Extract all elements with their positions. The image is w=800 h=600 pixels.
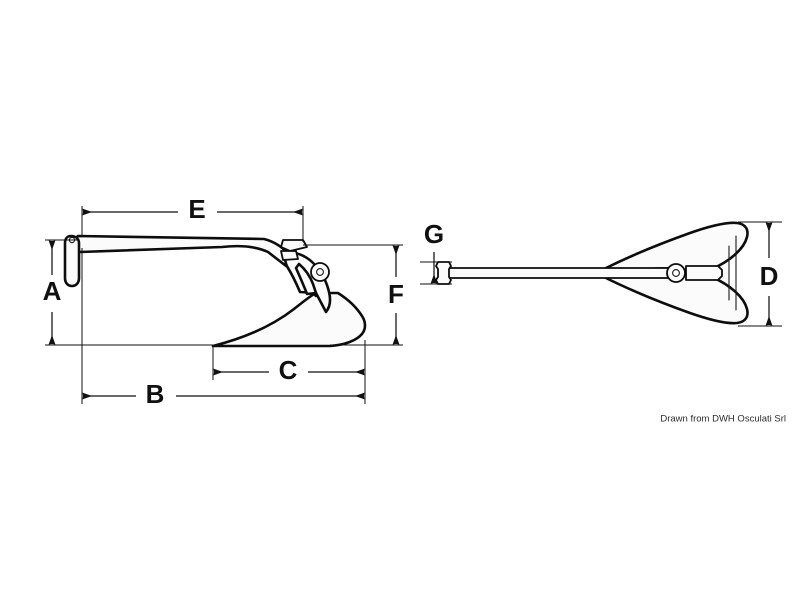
plan-view-group bbox=[435, 221, 749, 325]
shank-step-block bbox=[280, 250, 299, 261]
shackle-eye-plan bbox=[435, 261, 452, 285]
dimension-lines-group: A E F bbox=[43, 194, 782, 409]
side-view-group bbox=[63, 234, 367, 348]
dimension-c: C bbox=[212, 340, 366, 385]
dimension-g: G bbox=[420, 219, 452, 285]
shackle-eye-side bbox=[63, 234, 81, 288]
dim-label-b: B bbox=[146, 379, 165, 409]
dim-label-a: A bbox=[43, 276, 62, 306]
drawing-credit: Drawn from DWH Osculati Srl bbox=[660, 414, 786, 425]
crown-block-plan bbox=[685, 265, 723, 281]
pivot-pin-boss bbox=[310, 262, 330, 282]
shank-bar-plan bbox=[443, 267, 677, 279]
dim-label-d: D bbox=[760, 261, 779, 291]
dim-label-e: E bbox=[188, 194, 205, 224]
dimension-a: A bbox=[43, 239, 218, 346]
fluke-blade-side bbox=[211, 291, 367, 348]
dimension-f: F bbox=[303, 244, 404, 346]
pivot-boss-plan bbox=[666, 263, 686, 283]
dimension-d: D bbox=[738, 221, 782, 327]
crown-shoulder bbox=[294, 262, 318, 296]
dim-label-g: G bbox=[424, 219, 444, 249]
shank-top-plate bbox=[280, 239, 308, 252]
pivot-pin-hole bbox=[316, 268, 324, 276]
dimension-b: B bbox=[81, 248, 366, 409]
dim-label-c: C bbox=[279, 355, 298, 385]
dimension-e: E bbox=[81, 194, 304, 242]
dim-label-f: F bbox=[388, 279, 404, 309]
pivot-hole-plan bbox=[672, 269, 680, 277]
